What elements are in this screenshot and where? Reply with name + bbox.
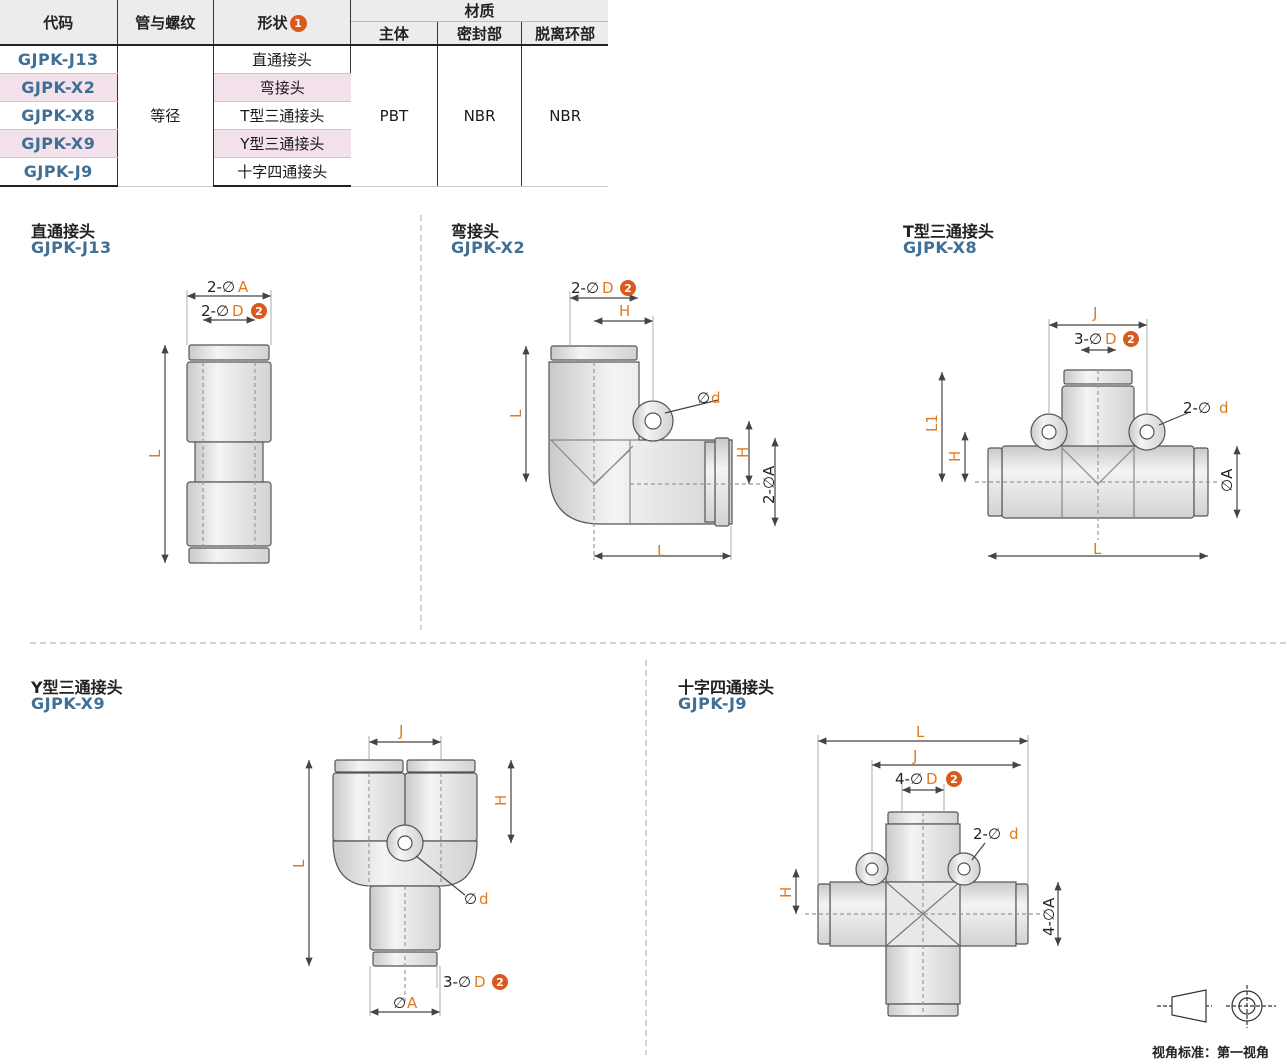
- section-title-tee: T型三通接头: [903, 222, 994, 241]
- dim-phi-d-prefix: ∅: [464, 890, 477, 908]
- header-material: 材质: [350, 0, 608, 23]
- dim-d-label: D: [926, 770, 938, 788]
- dim-j-label: J: [398, 722, 403, 740]
- header-shape-label: 形状: [257, 13, 288, 32]
- dim-d-label: D: [602, 279, 614, 297]
- dim-phi-d-prefix: ∅: [697, 389, 710, 407]
- row-shape: 十字四通接头: [213, 157, 351, 187]
- dim-small-d: d: [479, 890, 489, 908]
- dim-4a-vertical: 4-∅A: [1040, 897, 1058, 936]
- dim-h-label: H: [777, 887, 795, 898]
- section-title-elbow: 弯接头: [451, 222, 500, 241]
- header-seal: 密封部: [437, 21, 523, 45]
- dim-j-label: J: [1092, 304, 1097, 322]
- header-main-body: 主体: [350, 21, 438, 45]
- table-row: GJPK-J13 等径 直通接头 PBT NBR NBR: [0, 45, 608, 187]
- shape-note-badge: 1: [289, 14, 307, 32]
- dim-2d-prefix: 2-∅: [571, 279, 599, 297]
- dim-small-d: d: [711, 389, 721, 407]
- dim-l-label: L: [916, 723, 925, 741]
- seal-value: NBR: [437, 45, 523, 187]
- dim-3d-prefix: 3-∅: [1074, 330, 1102, 348]
- note-badge-2: [251, 303, 267, 319]
- row-shape: T型三通接头: [213, 101, 351, 130]
- note-badge-2: [946, 771, 962, 787]
- table-row: GJPK-X9 Y型三通接头: [0, 129, 608, 158]
- dim-l-label: L: [507, 409, 525, 418]
- header-tube: 管与螺纹: [117, 0, 214, 46]
- first-angle-projection-icon: [1157, 985, 1276, 1028]
- dim-phi-a-prefix: ∅: [393, 994, 406, 1012]
- dim-l-label: L: [290, 859, 308, 868]
- straight-union-drawing: [161, 290, 272, 564]
- table-row: GJPK-J9 十字四通接头: [0, 157, 608, 187]
- dim-l-label: L: [1093, 540, 1102, 558]
- elbow-drawing: [522, 292, 779, 560]
- header-code: 代码: [0, 0, 118, 46]
- section-title-straight: 直通接头: [31, 222, 96, 241]
- cross-drawing: [792, 735, 1062, 1017]
- header-release-ring: 脱离环部: [521, 21, 608, 45]
- note-badge-2: [620, 280, 636, 296]
- note-badge-2-label: 2: [950, 773, 958, 786]
- row-code: GJPK-X2: [0, 73, 118, 102]
- dim-a-label: A: [407, 994, 418, 1012]
- row-shape: Y型三通接头: [213, 129, 351, 158]
- dim-l-label: L: [146, 449, 164, 458]
- section-code-straight: GJPK-J13: [31, 238, 112, 257]
- section-title-ytee: Y型三通接头: [31, 678, 123, 697]
- dim-l-label: L: [657, 542, 666, 560]
- dim-2d-small-prefix: 2-∅: [1183, 399, 1211, 417]
- dim-h-label: H: [492, 795, 510, 806]
- dim-small-d: d: [1219, 399, 1229, 417]
- note-badge-2: [492, 974, 508, 990]
- dim-h-label: H: [946, 451, 964, 462]
- dim-phi-a-vertical: ∅A: [1218, 468, 1236, 492]
- dim-small-d: d: [1009, 825, 1019, 843]
- tee-drawing: [938, 319, 1241, 560]
- row-shape: 弯接头: [213, 73, 351, 102]
- dim-d-label: D: [474, 973, 486, 991]
- note-badge-2-label: 2: [1127, 333, 1135, 346]
- row-code: GJPK-X8: [0, 101, 118, 130]
- row-code: GJPK-J9: [0, 157, 118, 187]
- projection-standard-note: 视角标准：第一视角: [1152, 1046, 1270, 1061]
- dim-3d-prefix: 3-∅: [443, 973, 471, 991]
- release-ring-value: NBR: [521, 45, 608, 187]
- dim-d-label: D: [232, 302, 244, 320]
- table-row: GJPK-X2 弯接头: [0, 73, 608, 102]
- row-shape: 直通接头: [213, 45, 352, 74]
- row-code: GJPK-X9: [0, 129, 118, 158]
- dim-h-label: H: [734, 447, 752, 458]
- dim-4d-prefix: 4-∅: [895, 770, 923, 788]
- y-tee-drawing: [305, 736, 515, 1016]
- dim-j-label: J: [912, 747, 917, 765]
- section-code-tee: GJPK-X8: [903, 238, 978, 257]
- note-badge-2-label: 2: [496, 976, 504, 989]
- section-dividers: [30, 215, 1286, 1055]
- row-code: GJPK-J13: [0, 45, 118, 74]
- dim-2a-vertical: 2-∅A: [760, 465, 778, 504]
- dim-l1-label: L1: [923, 414, 941, 432]
- main-body-value: PBT: [350, 45, 438, 187]
- dim-a-label: A: [238, 278, 249, 296]
- section-code-ytee: GJPK-X9: [31, 694, 106, 713]
- section-title-cross: 十字四通接头: [678, 678, 775, 697]
- dim-2d-small-prefix: 2-∅: [973, 825, 1001, 843]
- note-badge-2: [1123, 331, 1139, 347]
- note-badge-2-label: 2: [255, 305, 263, 318]
- dim-d-label: D: [1105, 330, 1117, 348]
- table-row: GJPK-X8 T型三通接头: [0, 101, 608, 130]
- dim-h-label: H: [619, 302, 630, 320]
- dim-2a-prefix: 2-∅: [207, 278, 235, 296]
- dim-2d-prefix: 2-∅: [201, 302, 229, 320]
- note-badge-2-label: 2: [624, 282, 632, 295]
- section-code-cross: GJPK-J9: [678, 694, 748, 713]
- tube-value: 等径: [117, 45, 214, 187]
- section-code-elbow: GJPK-X2: [451, 238, 526, 257]
